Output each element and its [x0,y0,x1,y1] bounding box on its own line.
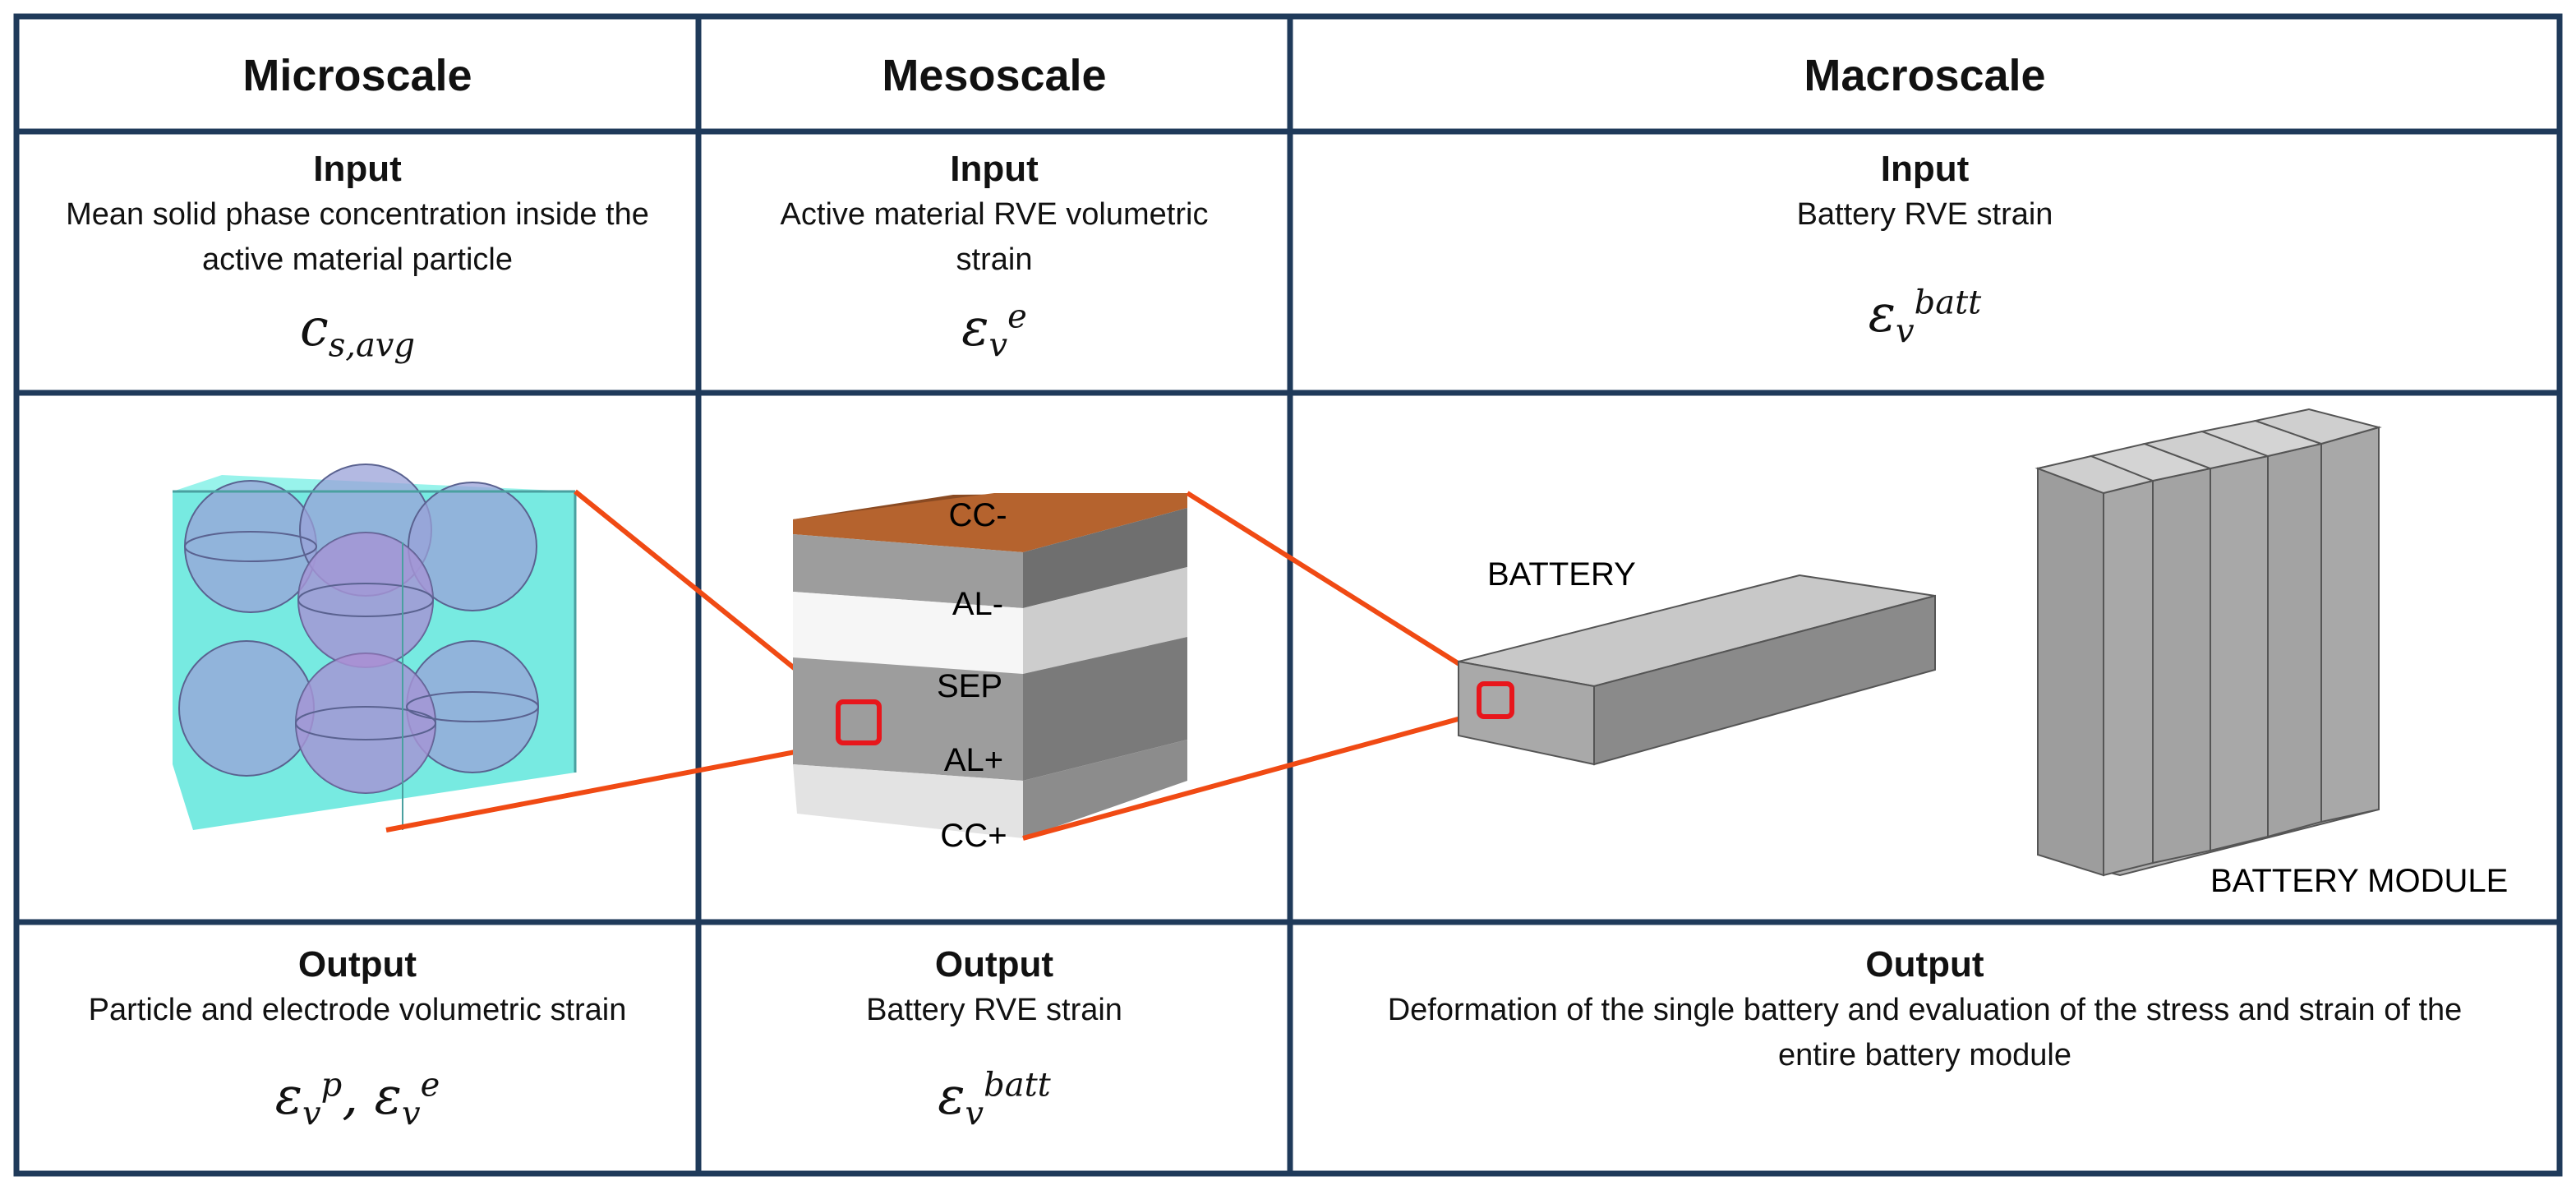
macro-input-symbol: εvbatt [1868,284,1982,351]
header-mesoscale: Mesoscale [882,51,1107,100]
micro-to-meso-connector-bottom [385,741,839,833]
meso-output-label: Output [934,944,1054,985]
micro-input-cell: Input Mean solid phase concentration ins… [16,146,698,364]
single-battery [1458,574,1936,766]
layer-label-sep: SEP [937,668,1002,704]
rve-particle-cube [173,464,577,830]
micro-input-desc: Mean solid phase concentration inside th… [66,197,649,277]
battery-module [2035,408,2382,877]
micro-output-cell: Output Particle and electrode volumetric… [16,942,698,1132]
layer-label-al-plus: AL+ [944,742,1003,778]
meso-input-cell: Input Active material RVE volumetric str… [698,146,1290,364]
micro-input-label: Input [313,149,402,189]
meso-input-label: Input [950,149,1039,189]
macro-input-desc: Battery RVE strain [1796,197,2053,232]
layer-label-cc-minus: CC- [948,497,1007,533]
macro-output-cell: Output Deformation of the single battery… [1290,942,2560,1078]
micro-input-symbol: cs,avg [299,298,416,365]
layer-stack [793,493,1187,838]
battery-module-label: BATTERY MODULE [2210,863,2508,899]
micro-to-meso-connector-top [574,489,823,693]
meso-output-cell: Output Battery RVE strain εvbatt [698,942,1290,1132]
battery-label: BATTERY [1487,556,1636,593]
header-microscale: Microscale [242,51,472,100]
layer-label-al-minus: AL- [952,586,1003,622]
meso-to-macro-connector-top [1186,491,1477,676]
micro-output-desc: Particle and electrode volumetric strain [88,993,627,1027]
header-macroscale: Macroscale [1804,51,2046,100]
micro-output-symbol: εvp, εve [274,1066,440,1133]
meso-to-macro-connector-bottom [1022,711,1480,841]
macro-input-cell: Input Battery RVE strain εvbatt [1290,146,2560,350]
macro-output-desc: Deformation of the single battery and ev… [1387,993,2463,1072]
meso-output-desc: Battery RVE strain [866,993,1122,1027]
macro-highlight-box [1477,681,1514,719]
macro-input-label: Input [1880,149,1970,189]
layer-label-cc-plus: CC+ [940,818,1007,854]
meso-output-symbol: εvbatt [938,1066,1051,1133]
meso-input-symbol: εve [961,298,1027,365]
macro-output-label: Output [1865,944,1984,985]
meso-input-desc: Active material RVE volumetric strain [780,197,1209,277]
micro-output-label: Output [297,944,417,985]
meso-highlight-box [836,699,882,745]
